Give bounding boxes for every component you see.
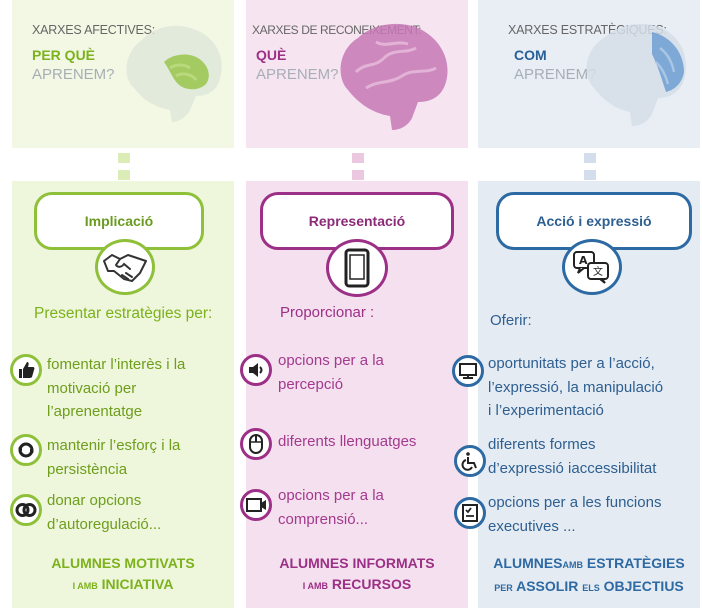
list-item: opcions per a la comprensió...	[278, 487, 384, 528]
list-item: mantenir l’esforç i la persistència	[47, 437, 181, 478]
connector	[584, 170, 596, 180]
connector	[118, 153, 130, 163]
connector	[584, 153, 596, 163]
thumbs-up-icon	[10, 354, 42, 386]
intro-text: Proporcionar :	[280, 304, 375, 321]
header-panel: XARXES AFECTIVES: PER QUÈ APRENEM?	[12, 0, 234, 148]
translate-chat-icon: A 文	[562, 239, 622, 295]
mouse-icon	[240, 428, 272, 460]
svg-text:A: A	[579, 254, 588, 267]
intro-text: Oferir:	[490, 312, 532, 329]
film-icon	[240, 489, 272, 521]
list-item: diferents formes d’expressió iaccessibil…	[488, 436, 657, 477]
question-why: PER QUÈ	[32, 47, 96, 63]
handshake-icon	[95, 239, 155, 295]
principle-title: Acció i expressió	[496, 192, 692, 250]
column-reconeixement: XARXES DE RECONEIXEMENT: QUÈ APRENEM? Re…	[240, 0, 468, 608]
column-afectives: XARXES AFECTIVES: PER QUÈ APRENEM? Impli…	[10, 0, 234, 608]
intro-text: Presentar estratègies per:	[34, 305, 213, 322]
header-panel: XARXES DE RECONEIXEMENT: QUÈ APRENEM?	[246, 0, 468, 148]
question-learn: APRENEM?	[256, 66, 339, 83]
tablet-icon	[326, 239, 388, 297]
speaker-icon	[240, 354, 272, 386]
list-item: opcions per a la percepció	[278, 352, 384, 393]
outcome-label: ALUMNESAMB ESTRATÈGIES PER ASSOLIR ELS O…	[493, 555, 685, 594]
linked-rings-icon	[10, 494, 42, 526]
svg-text:文: 文	[593, 265, 603, 278]
refresh-icon	[10, 434, 42, 466]
network-label: XARXES AFECTIVES:	[32, 23, 156, 37]
brain-icon	[126, 25, 222, 123]
brain-icon	[586, 23, 686, 127]
column-estrategiques: XARXES ESTRATÈGIQUES: COM APRENEM? Acció…	[452, 0, 700, 608]
question-how: COM	[514, 47, 547, 63]
list-item: opcions per a les funcions executives ..…	[488, 494, 662, 535]
monitor-icon	[452, 355, 484, 387]
list-item: diferents llenguatges	[278, 433, 417, 450]
outcome-label: ALUMNES INFORMATS I AMB RECURSOS	[279, 555, 435, 592]
connector	[352, 153, 364, 163]
brain-icon	[340, 23, 448, 131]
connector	[118, 170, 130, 180]
question-learn: APRENEM?	[514, 66, 597, 83]
header-panel: XARXES ESTRATÈGIQUES: COM APRENEM?	[478, 0, 700, 148]
wheelchair-icon	[454, 445, 486, 477]
outcome-label: ALUMNES MOTIVATS I AMB INICIATIVA	[51, 555, 195, 592]
list-item: oportunitats per a l’acció, l’expressió,…	[488, 355, 664, 419]
list-item: fomentar l’interès i la motivació per l’…	[47, 356, 186, 420]
checklist-icon	[454, 497, 486, 529]
connector	[352, 170, 364, 180]
question-learn: APRENEM?	[32, 66, 115, 83]
question-what: QUÈ	[256, 47, 287, 63]
list-item: donar opcions d’autoregulació...	[47, 492, 162, 533]
